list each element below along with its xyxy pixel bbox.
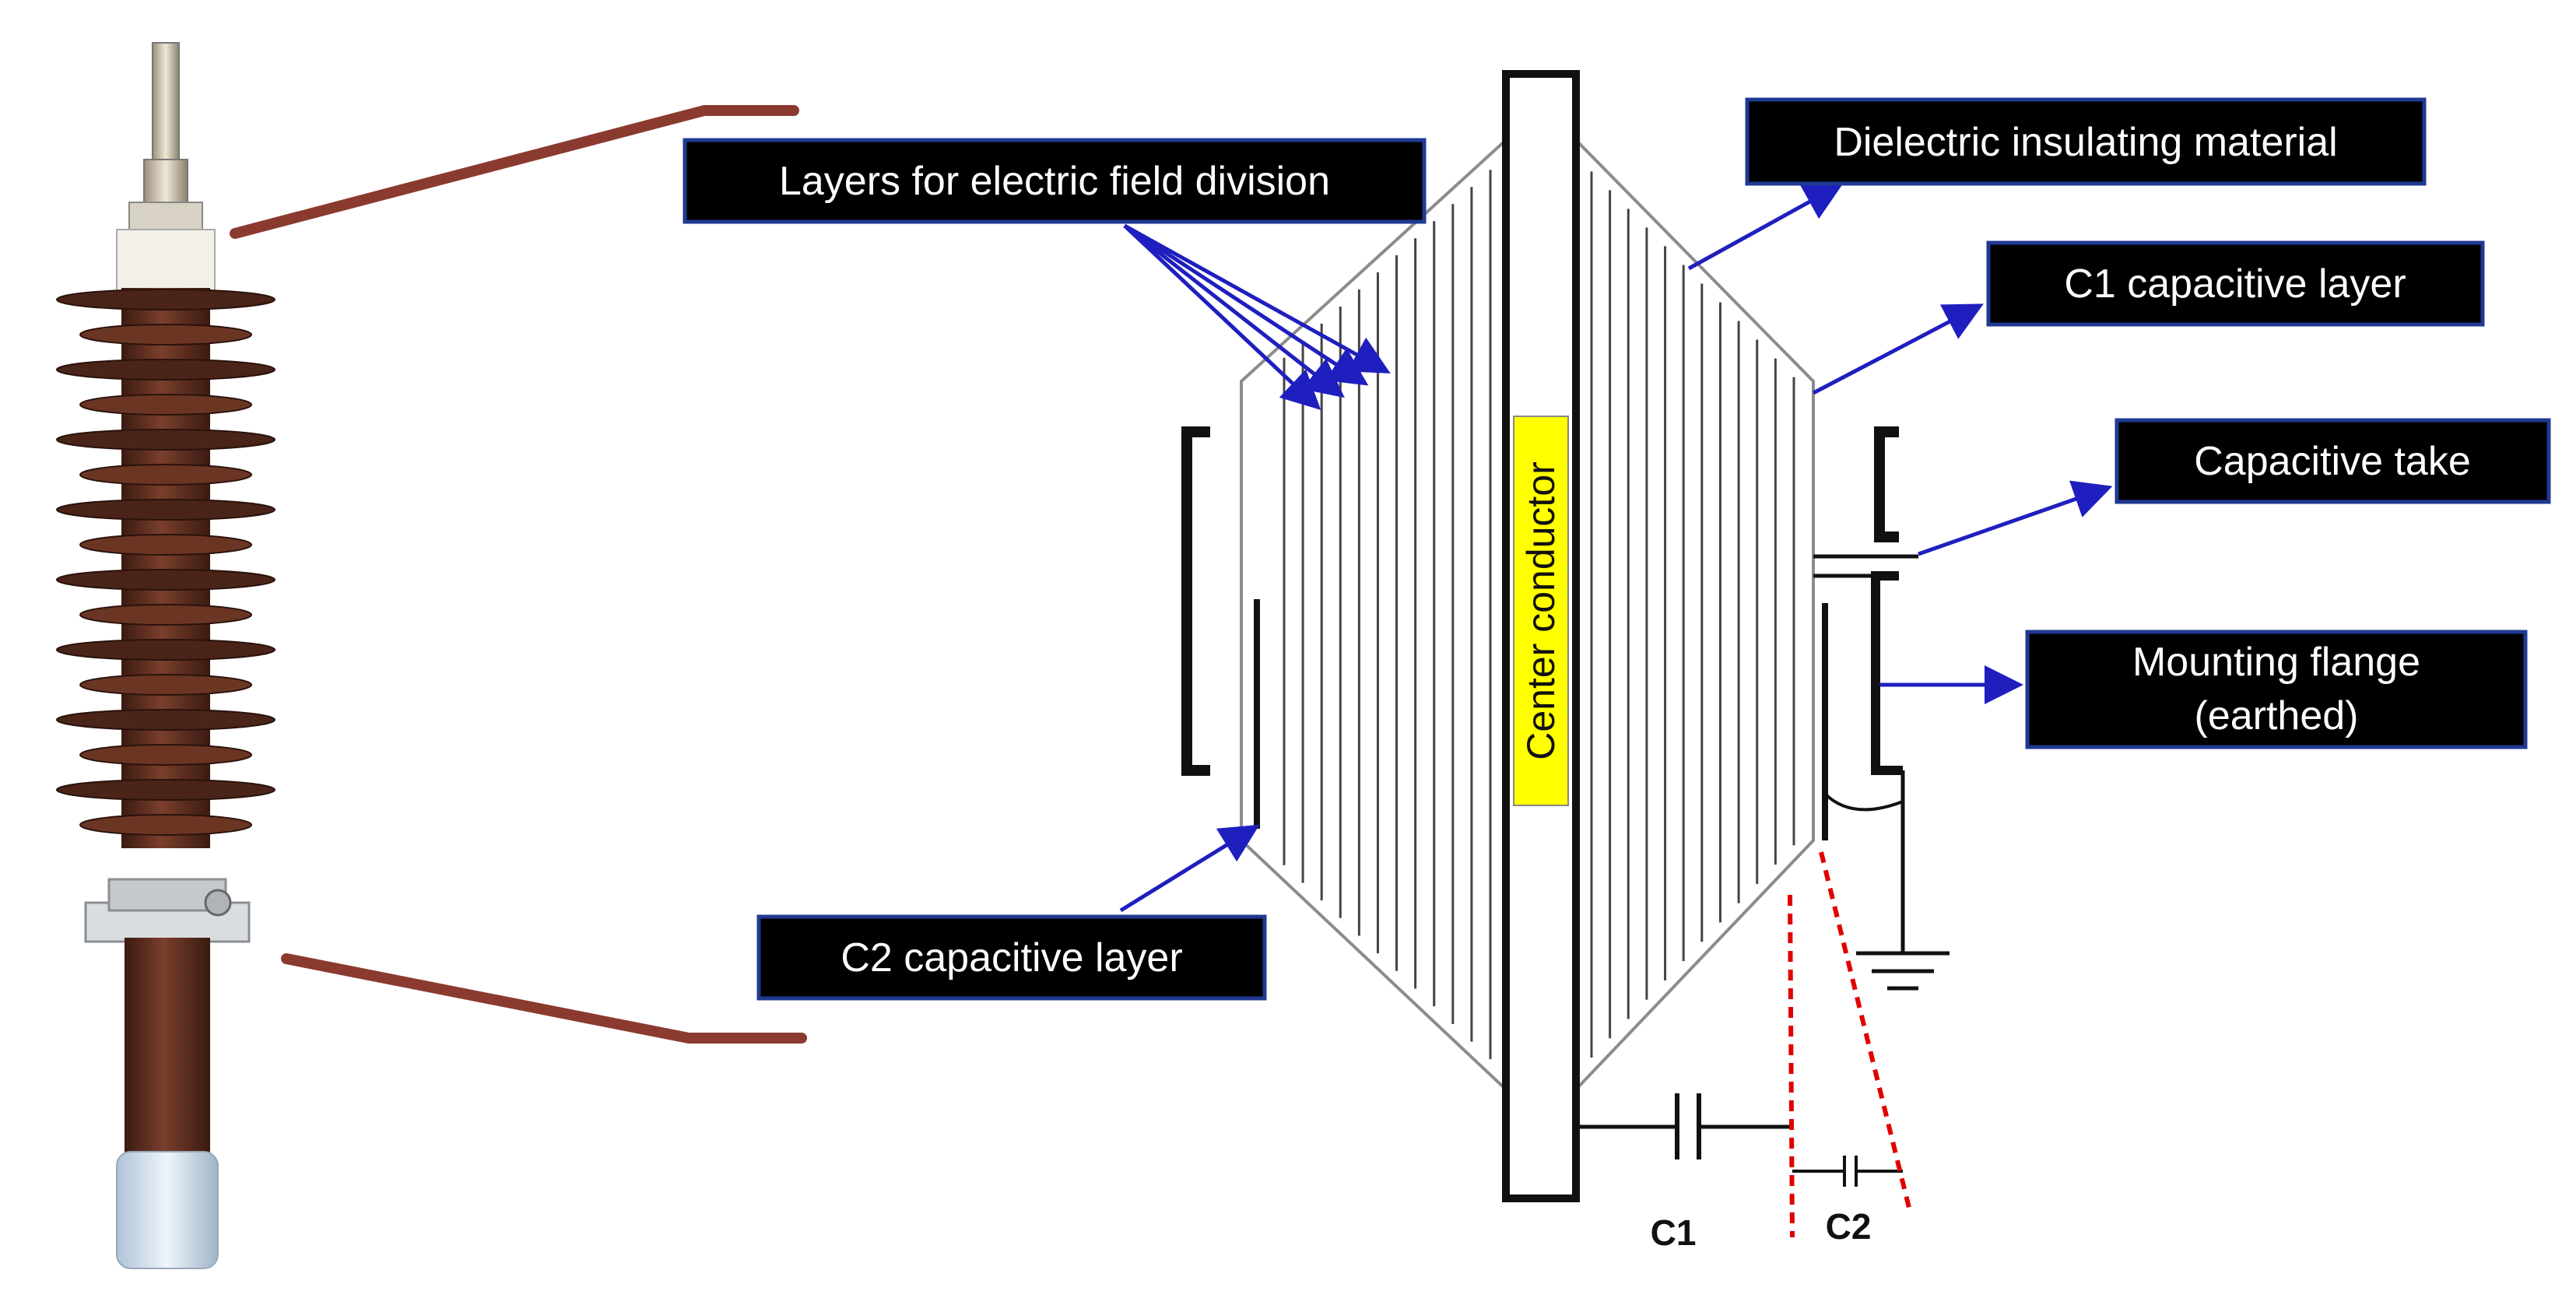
porcelain-shed [56, 289, 275, 310]
callout-mounting-flange: Mounting flange (earthed) [2025, 630, 2528, 749]
center-conductor-label: Center conductor [1519, 461, 1563, 760]
callout-capacitive-take: Capacitive take [2114, 418, 2551, 504]
callout-c1-layer-text: C1 capacitive layer [2064, 261, 2406, 307]
porcelain-shed [79, 464, 252, 486]
c1-label: C1 [1651, 1212, 1697, 1253]
porcelain-shed [56, 709, 275, 731]
porcelain-shed [56, 499, 275, 521]
callout-layers: Layers for electric field division [683, 138, 1427, 224]
leader-line-top [230, 105, 799, 239]
porcelain-shed [79, 674, 252, 696]
porcelain-shed [56, 639, 275, 661]
callout-dielectric-text: Dielectric insulating material [1834, 120, 2337, 165]
porcelain-shed [56, 779, 275, 801]
left-flange [1181, 426, 1210, 776]
callout-c2-layer-text: C2 capacitive layer [841, 935, 1182, 981]
porcelain-shed [56, 569, 275, 591]
callout-flange-line2: (earthed) [2195, 693, 2359, 738]
porcelain-shed [79, 534, 252, 556]
callout-dielectric: Dielectric insulating material [1745, 97, 2427, 186]
callout-c2-layer: C2 capacitive layer [756, 914, 1267, 1001]
porcelain-shed [79, 604, 252, 626]
right-flange-upper [1874, 426, 1899, 542]
leader-line-bottom [281, 953, 807, 1044]
porcelain-shed [56, 359, 275, 381]
bushing-cross-section: Center conductor C1 C2 [1181, 70, 1950, 1253]
c2-label: C2 [1826, 1206, 1872, 1247]
ground-symbol-icon [1856, 951, 1950, 991]
callout-layers-text: Layers for electric field division [779, 159, 1330, 204]
mounting-flange [1871, 571, 1903, 775]
callout-c1-layer: C1 capacitive layer [1986, 240, 2485, 327]
pointer-arrows [1119, 183, 2113, 913]
bushing-photo-icon [56, 42, 275, 1269]
porcelain-shed [79, 394, 252, 416]
porcelain-shed [79, 814, 252, 836]
porcelain-shed [56, 429, 275, 451]
porcelain-shed [79, 744, 252, 766]
porcelain-shed [79, 324, 252, 346]
callout-capacitive-take-text: Capacitive take [2194, 439, 2471, 484]
callout-flange-line1: Mounting flange [2132, 640, 2420, 685]
